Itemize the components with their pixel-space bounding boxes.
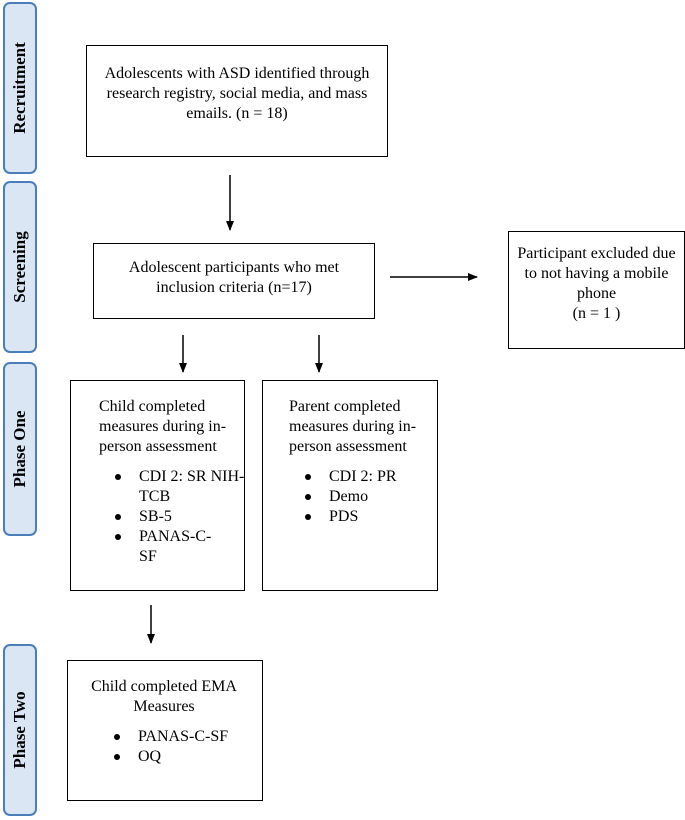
child-measures-list: CDI 2: SR NIH-TCB SB-5 PANAS-C-SF — [115, 467, 244, 567]
list-item: OQ — [114, 747, 250, 767]
child-measures-box: Child completed measures during in-perso… — [70, 380, 245, 591]
list-item: SB-5 — [115, 507, 232, 527]
phase-label-screening: Screening — [3, 181, 37, 353]
screening-text: Adolescent participants who met inclusio… — [128, 259, 340, 296]
ema-measures-heading: Child completed EMA Measures — [91, 678, 237, 715]
recruitment-box: Adolescents with ASD identified through … — [86, 45, 388, 157]
list-item: Demo — [305, 487, 425, 507]
list-item: PDS — [305, 507, 425, 527]
screening-box: Adolescent participants who met inclusio… — [93, 243, 375, 319]
list-item: PANAS-C-SF — [115, 527, 229, 567]
ema-measures-box: Child completed EMA Measures PANAS-C-SF … — [67, 660, 263, 801]
recruitment-text: Adolescents with ASD identified through … — [104, 65, 370, 122]
parent-measures-box: Parent completed measures during in-pers… — [262, 380, 438, 591]
phase-label-recruitment: Recruitment — [3, 2, 37, 174]
phase-label-phase-two: Phase Two — [3, 644, 37, 816]
list-item: CDI 2: PR — [305, 467, 425, 487]
ema-measures-list: PANAS-C-SF OQ — [114, 727, 250, 767]
phase-label-phase-one: Phase One — [3, 362, 37, 536]
child-measures-heading: Child completed measures during in-perso… — [99, 398, 227, 455]
list-item: CDI 2: SR NIH-TCB — [115, 467, 249, 507]
excluded-text: Participant excluded due to not having a… — [517, 245, 676, 302]
list-item: PANAS-C-SF — [114, 727, 250, 747]
excluded-count: (n = 1 ) — [572, 305, 621, 322]
parent-measures-heading: Parent completed measures during in-pers… — [289, 398, 417, 455]
parent-measures-list: CDI 2: PR Demo PDS — [305, 467, 425, 527]
